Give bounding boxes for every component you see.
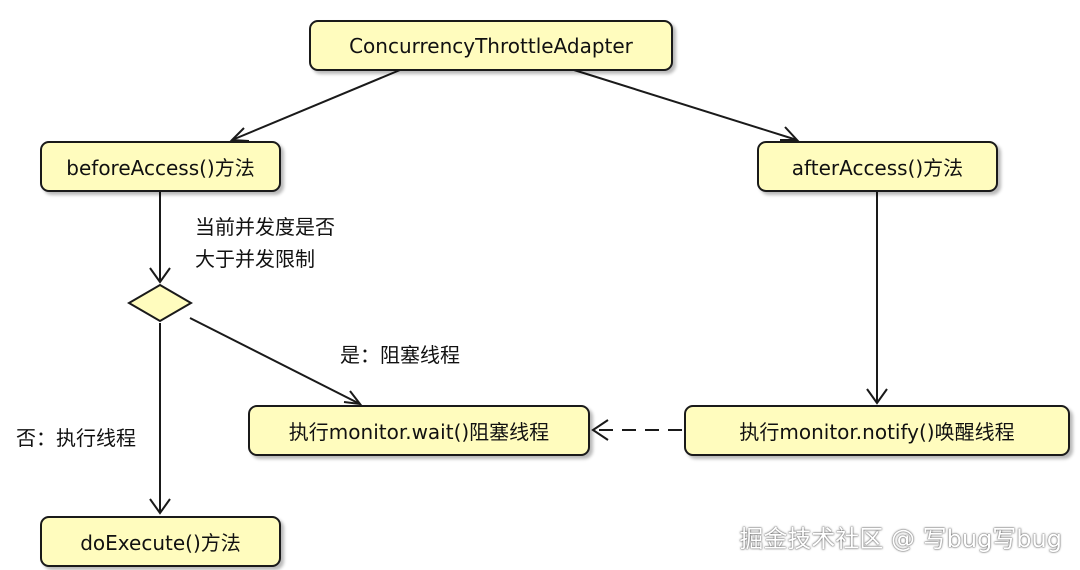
node-do-execute-label: doExecute()方法 bbox=[80, 531, 241, 555]
node-after-access-label: afterAccess()方法 bbox=[791, 156, 964, 180]
edge-after-access-to-notify bbox=[866, 192, 888, 405]
node-do-execute: doExecute()方法 bbox=[40, 516, 281, 567]
edge-adapter-to-before-access bbox=[229, 69, 401, 142]
decision-diamond bbox=[127, 283, 193, 323]
node-monitor-notify-label: 执行monitor.notify()唤醒线程 bbox=[739, 420, 1015, 444]
no-branch-label: 否：执行线程 bbox=[16, 426, 136, 450]
node-concurrency-throttle-adapter-label: ConcurrencyThrottleAdapter bbox=[349, 33, 633, 58]
node-before-access: beforeAccess()方法 bbox=[40, 141, 281, 192]
node-monitor-wait: 执行monitor.wait()阻塞线程 bbox=[248, 405, 590, 456]
edge-notify-to-wait-dashed bbox=[591, 419, 682, 441]
edge-decision-to-wait bbox=[189, 317, 363, 406]
yes-branch-label: 是：阻塞线程 bbox=[340, 343, 460, 367]
node-concurrency-throttle-adapter: ConcurrencyThrottleAdapter bbox=[309, 20, 673, 71]
node-after-access: afterAccess()方法 bbox=[757, 141, 998, 192]
edge-before-access-to-decision bbox=[149, 192, 171, 284]
edge-decision-to-do-execute bbox=[149, 323, 171, 515]
node-monitor-notify: 执行monitor.notify()唤醒线程 bbox=[684, 405, 1070, 456]
condition-label-line-2: 大于并发限制 bbox=[195, 247, 315, 271]
node-before-access-label: beforeAccess()方法 bbox=[66, 156, 255, 180]
edge-adapter-to-after-access bbox=[573, 69, 800, 141]
node-monitor-wait-label: 执行monitor.wait()阻塞线程 bbox=[288, 420, 550, 444]
condition-label-line-1: 当前并发度是否 bbox=[195, 215, 335, 239]
watermark: 掘金技术社区 @ 写bug写bug bbox=[739, 525, 1062, 553]
